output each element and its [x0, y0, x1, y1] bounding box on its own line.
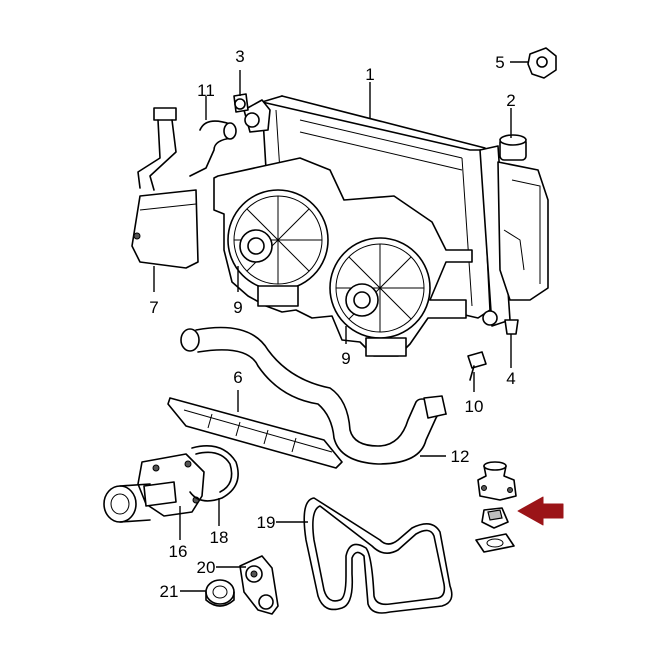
hose-11 — [137, 107, 237, 191]
callout-21: 21 — [160, 582, 179, 601]
serpentine-belt — [303, 497, 453, 614]
callout-18: 18 — [210, 528, 229, 547]
thermostat — [481, 507, 509, 529]
red-arrow-icon — [517, 496, 564, 526]
callout-3: 3 — [235, 47, 244, 66]
callout-6: 6 — [233, 368, 242, 387]
callout-9-left: 9 — [233, 298, 242, 317]
water-pump — [103, 453, 205, 523]
callout-12: 12 — [451, 447, 470, 466]
seal-strip — [167, 397, 343, 469]
bolt-3 — [233, 93, 249, 113]
callout-7: 7 — [149, 298, 158, 317]
callout-11: 11 — [197, 81, 215, 100]
idler-pulley — [205, 579, 235, 607]
callout-labels: 1 2 3 4 5 6 7 9 9 10 11 12 16 18 19 20 2… — [149, 47, 515, 601]
reservoir-cap — [497, 134, 549, 335]
callout-4: 4 — [506, 369, 515, 388]
thermostat-gasket — [475, 533, 515, 553]
callout-10: 10 — [465, 397, 484, 416]
callout-16: 16 — [169, 542, 188, 561]
bracket-5 — [527, 47, 557, 79]
lower-hose — [180, 326, 447, 465]
thermostat-housing — [477, 461, 517, 501]
callout-2: 2 — [506, 91, 515, 110]
callout-5: 5 — [495, 53, 504, 72]
overflow-bottle — [131, 189, 199, 269]
fan-left — [227, 189, 329, 307]
gasket-18 — [189, 445, 239, 502]
callout-19: 19 — [257, 513, 276, 532]
callout-20: 20 — [197, 558, 216, 577]
fan-right — [329, 237, 431, 357]
callout-9-right: 9 — [341, 349, 350, 368]
bolt-10 — [467, 351, 487, 381]
tensioner — [239, 555, 279, 615]
callout-1: 1 — [365, 65, 374, 84]
leader-lines — [153, 61, 528, 592]
